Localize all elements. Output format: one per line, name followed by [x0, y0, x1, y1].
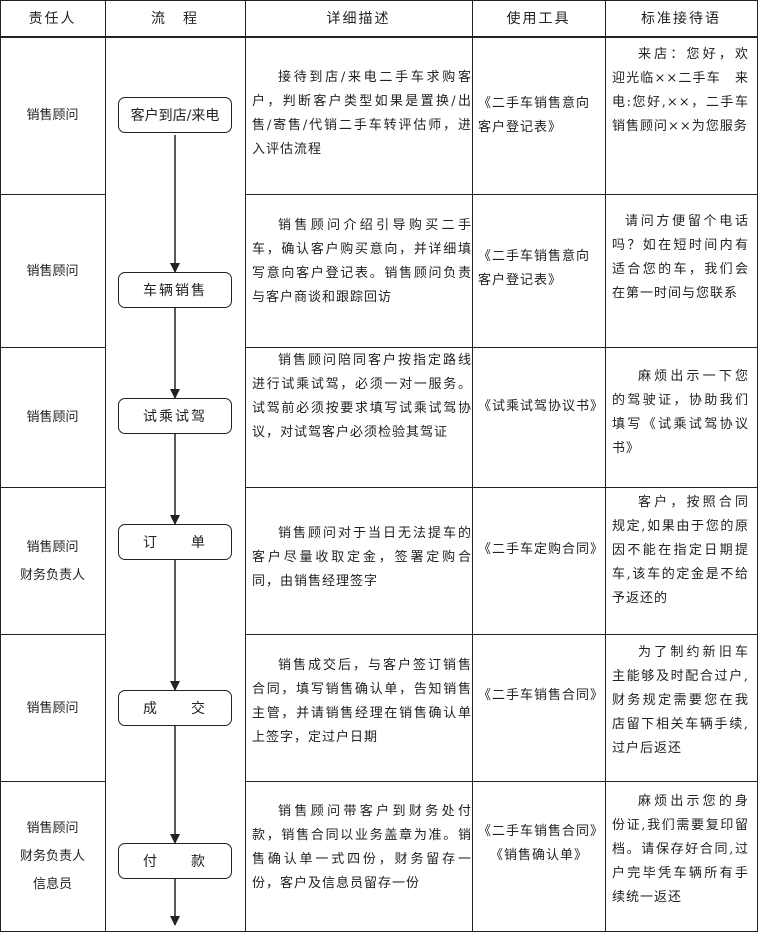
flow-step-label: 成 交 [143, 701, 207, 717]
table-rule [245, 487, 757, 488]
header-greeting: 标准接待语 [641, 11, 721, 27]
responsible-name: 销售顾问 [26, 700, 79, 716]
row-greeting: 客户，按照合同规定,如果由于您的原因不能在指定日期提车,该车的定金是不给予返还的 [612, 495, 749, 606]
row-responsible: 销售顾问 [0, 636, 105, 781]
table-rule [0, 487, 105, 488]
table-rule [0, 347, 105, 348]
responsible-name: 销售顾问 [26, 539, 79, 555]
row-description: 接待到店/来电二手车求购客户，判断客户类型如果是置换/出售/寄售/代销二手车转评… [252, 70, 472, 157]
table-border [0, 0, 757, 1]
flow-step-label: 客户到店/来电 [130, 108, 220, 124]
flow-step-label: 付 款 [143, 854, 207, 870]
row-greeting: 为了制约新旧车主能够及时配合过户,财务规定需要您在我店留下相关车辆手续,过户后返… [612, 645, 749, 756]
table-rule [105, 0, 106, 932]
row-tool-list: 《二手车销售合同》 《销售确认单》 [478, 820, 605, 868]
table-rule [0, 194, 105, 195]
responsible-name: 销售顾问 [26, 821, 79, 836]
row-responsible: 销售顾问 财务负责人 信息员 [0, 783, 105, 931]
table-rule [245, 634, 757, 635]
responsible-name: 销售顾问 [26, 410, 79, 425]
table-border [0, 931, 757, 932]
row-responsible: 销售顾问 [0, 38, 105, 194]
header-responsible: 责任人 [28, 11, 77, 27]
responsible-name: 销售顾问 [26, 108, 79, 123]
flow-step-label: 试乘试驾 [143, 409, 207, 425]
row-responsible: 销售顾问 [0, 196, 105, 347]
row-tool: 《试乘试驾协议书》 [478, 399, 605, 414]
flow-step-box: 试乘试驾 [118, 398, 232, 434]
row-greeting: 麻烦出示一下您的驾驶证，协助我们填写《试乘试驾协议书》 [612, 369, 749, 456]
responsible-name: 财务负责人 [19, 849, 85, 864]
flow-step-label: 车辆销售 [143, 283, 207, 299]
table-rule [245, 0, 246, 932]
table-rule [472, 0, 473, 932]
responsible-name: 信息员 [32, 877, 72, 892]
row-description: 销售顾问介绍引导购买二手车，确认客户购买意向，并详细填写意向客户登记表。销售顾问… [252, 218, 472, 305]
row-description: 销售顾问带客户到财务处付款，销售合同以业务盖章为准。销售确认单一式四份，财务留存… [252, 804, 472, 891]
flow-step-box: 成 交 [118, 690, 232, 726]
responsible-name: 销售顾问 [26, 263, 79, 279]
table-rule [0, 634, 105, 635]
flow-step-label: 订 单 [143, 535, 207, 551]
row-tool: 《二手车定购合同》 [478, 542, 605, 557]
row-greeting: 来店：您好，欢迎光临××二手车 来电:您好,××，二手车销售顾问××为您服务 [612, 47, 749, 134]
row-responsible: 销售顾问 [0, 349, 105, 487]
flow-step-box: 客户到店/来电 [118, 97, 232, 133]
flow-step-box: 订 单 [118, 524, 232, 560]
table-border [0, 0, 1, 932]
row-description: 销售顾问陪同客户按指定路线进行试乘试驾，必须一对一服务。试驾前必须按要求填写试乘… [252, 353, 472, 440]
header-process: 流 程 [151, 11, 199, 27]
row-description: 销售顾问对于当日无法提车的客户尽量收取定金，签署定购合同，由销售经理签字 [252, 526, 472, 589]
table-rule [245, 781, 757, 782]
row-greeting: 麻烦出示您的身份证,我们需要复印留档。请保存好合同,过户完毕凭车辆所有手续统一返… [612, 794, 749, 905]
header-description: 详细描述 [326, 11, 391, 27]
row-tool: 《二手车销售合同》 [478, 824, 605, 839]
header-tools: 使用工具 [506, 11, 571, 27]
table-rule [245, 347, 757, 348]
table-border [757, 0, 758, 932]
row-tool: 《二手车销售意向客户登记表》 [478, 249, 591, 288]
row-tool: 《二手车销售意向客户登记表》 [478, 96, 591, 135]
row-description: 销售成交后，与客户签订销售合同，填写销售确认单，告知销售主管，并请销售经理在销售… [252, 658, 472, 745]
row-responsible: 销售顾问 财务负责人 [0, 489, 105, 634]
flow-step-box: 付 款 [118, 843, 232, 879]
table-rule [0, 781, 105, 782]
row-greeting: 请问方便留个电话吗？如在短时间内有适合您的车，我们会在第一时间与您联系 [612, 214, 749, 301]
table-rule [245, 194, 757, 195]
row-tool: 《二手车销售合同》 [478, 688, 605, 703]
row-tool: 《销售确认单》 [490, 848, 589, 863]
table-rule [605, 0, 606, 932]
flow-step-box: 车辆销售 [118, 272, 232, 308]
responsible-name: 财务负责人 [19, 567, 85, 583]
table-rule [0, 36, 757, 38]
